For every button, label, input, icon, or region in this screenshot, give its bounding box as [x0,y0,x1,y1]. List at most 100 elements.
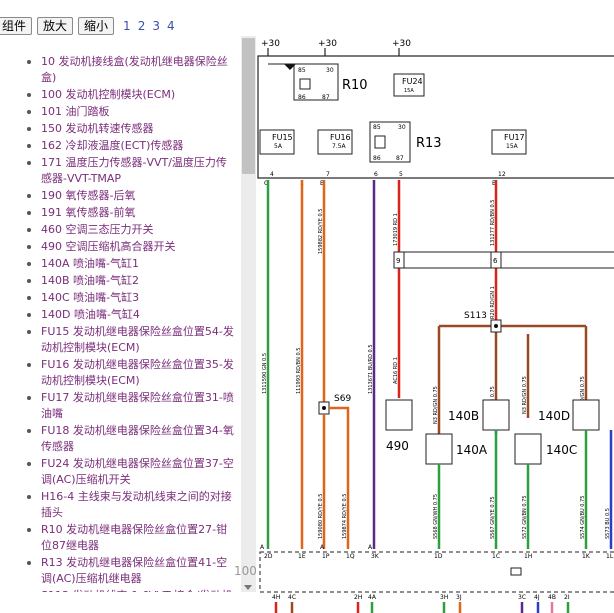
pin-label: 2D [264,553,273,560]
splice-dot [322,406,326,410]
supply-label: +30 [392,39,411,49]
component-list-item[interactable]: FU15 发动机继电器保险丝盒位置54-发动机控制模块(ECM) [0,324,240,356]
list-scrollbar[interactable] [241,36,256,592]
pin-label: 6 [374,171,378,178]
splice-dot [494,324,498,328]
wire-label: AC16 RD 1 [393,357,399,384]
component-list-item[interactable]: 191 氧传感器-前氧 [0,205,240,221]
zoom-in-button[interactable]: 放大 [37,17,74,35]
connector-icon [510,567,522,576]
pin-label: 1P [322,553,330,560]
component-list-panel: 10 发动机接线盒(发动机继电器保险丝盒)100 发动机控制模块(ECM)101… [0,36,257,592]
relay-pin: 87 [396,155,404,162]
injector-140d [572,399,600,431]
component-list-item[interactable]: FU16 发动机继电器保险丝盒位置35-发动机控制模块(ECM) [0,357,240,389]
pin-label: 4 [270,171,274,178]
component-list-item[interactable]: 490 空调压缩机高合器开关 [0,239,240,255]
components-button[interactable]: 组件 [0,17,33,35]
component-list-item[interactable]: FU17 发动机继电器保险丝盒位置31-喷油嘴 [0,390,240,422]
component-list-item[interactable]: R10 发动机继电器保险丝盒位置27-钳位87继电器 [0,522,240,554]
fuse-fu16 [317,129,353,155]
component-list-item[interactable]: S113 发动机线束-1.6VVT-接合/发动机线束-1.6VVT-T-接合 [0,588,240,592]
component-list-item[interactable]: 140B 喷油嘴-气缸2 [0,273,240,289]
pin-label: 1L [606,553,614,560]
wire-label: S567 GN/YE 0.75 [490,496,496,539]
pin-label: 1D [434,553,443,560]
wire-label: 111993 RD/BN 0.5 [296,348,302,394]
component-list-item[interactable]: 101 油门踏板 [0,104,240,120]
relay-coil [299,78,311,90]
junction-box-frame [257,55,614,179]
pin-label: 3K [371,553,380,560]
pin-label: 1Q [346,553,355,560]
fuse-name: FU16 [330,133,351,142]
fuse-fu15 [259,129,295,155]
scroll-down-arrow-icon[interactable] [244,585,252,590]
page-link-1[interactable]: 1 [123,19,131,33]
wire-label: N4 RD/GN 0.75 [580,376,586,414]
component-label: 140C [546,443,577,457]
component-label: 140A [456,443,488,457]
supply-label: +30 [261,39,280,49]
fuse-name: FU24 [402,77,423,86]
component-label: 140B [448,409,479,423]
wire-label: 1311590 GN 0.5 [262,353,268,394]
component-list-item[interactable]: 140D 喷油嘴-气缸4 [0,307,240,323]
fuse-name: FU15 [272,133,293,142]
pin-label: 1K [582,553,591,560]
component-list-item[interactable]: FU18 发动机继电器保险丝盒位置34-氧传感器 [0,423,240,455]
component-list-item[interactable]: 171 温度压力传感器-VVT/温度压力传感器-VVT-TMAP [0,155,240,187]
pin-label: 1E [298,553,306,560]
component-list-item[interactable]: 460 空调三态压力开关 [0,222,240,238]
zoom-level: 100 [234,564,257,578]
wiring-diagram[interactable]: +30 +30 +30 85 30 86 87 R10 FU24 15A 85 … [256,34,614,613]
wire-orange [329,406,350,549]
component-list-item[interactable]: 10 发动机接线盒(发动机继电器保险丝盒) [0,54,240,86]
component-list-item[interactable]: 162 冷却液温度(ECT)传感器 [0,138,240,154]
fuse-fu17 [491,129,527,155]
relay-pin: 86 [373,155,381,162]
component-list-item[interactable]: 150 发动机转速传感器 [0,121,240,137]
pin-label: 4A [368,594,377,601]
injector-140c [514,433,542,465]
connector-9 [393,251,405,269]
component-label: 490 [386,439,409,453]
component-list-item[interactable]: 190 氧传感器-后氧 [0,188,240,204]
toolbar: 组件 放大 缩小 1 2 3 4 [0,15,182,37]
page-link-4[interactable]: 4 [166,19,175,33]
component-list-item[interactable]: 140C 喷油嘴-气缸3 [0,290,240,306]
relay-pin: 85 [373,124,381,131]
component-list-item[interactable]: R13 发动机继电器保险丝盒位置41-空调(AC)压缩机继电器 [0,555,240,587]
component-list-item[interactable]: FU24 发动机继电器保险丝盒位置37-空调(AC)压缩机开关 [0,456,240,488]
supply-label: +30 [318,39,337,49]
zoom-out-button[interactable]: 缩小 [78,17,115,35]
component-490 [385,399,413,431]
pin-label: C [264,180,268,187]
relay-r13 [369,121,411,163]
component-list-item[interactable]: 140A 喷油嘴-气缸1 [0,256,240,272]
component-list-item[interactable]: 100 发动机控制模块(ECM) [0,87,240,103]
connector-id: 9 [396,257,400,265]
pin-label: A [260,544,265,551]
wire-label: 173019 RD 1 [393,213,399,246]
scrollbar-thumb[interactable] [242,38,255,174]
relay-r10 [293,63,339,101]
page-link-3[interactable]: 3 [152,19,160,33]
relay-label-r10: R10 [342,78,368,93]
relay-pin: 85 [298,67,306,74]
fuse-rating: 7.5A [332,143,347,150]
wire-label: 1313671 BU/RD 0.5 [368,345,374,395]
relay-label-r13: R13 [416,136,442,151]
pin-label: B [492,180,496,187]
pin-label: 2H [354,594,362,601]
wire-label: 159874 RD/YE 0.5 [342,494,348,539]
pin-label: 1C [492,553,500,560]
pin-label: 4H [272,594,280,601]
relay-pin: 30 [326,67,334,74]
wire-label: 159882 RD/YE 0.5 [318,209,324,254]
pin-label: 12 [498,171,506,178]
component-list-item[interactable]: H16-4 主线束与发动机线束之间的对接插头 [0,489,240,521]
pin-label: 3H [440,594,448,601]
relay-pin: 30 [398,124,406,131]
page-link-2[interactable]: 2 [137,19,146,33]
